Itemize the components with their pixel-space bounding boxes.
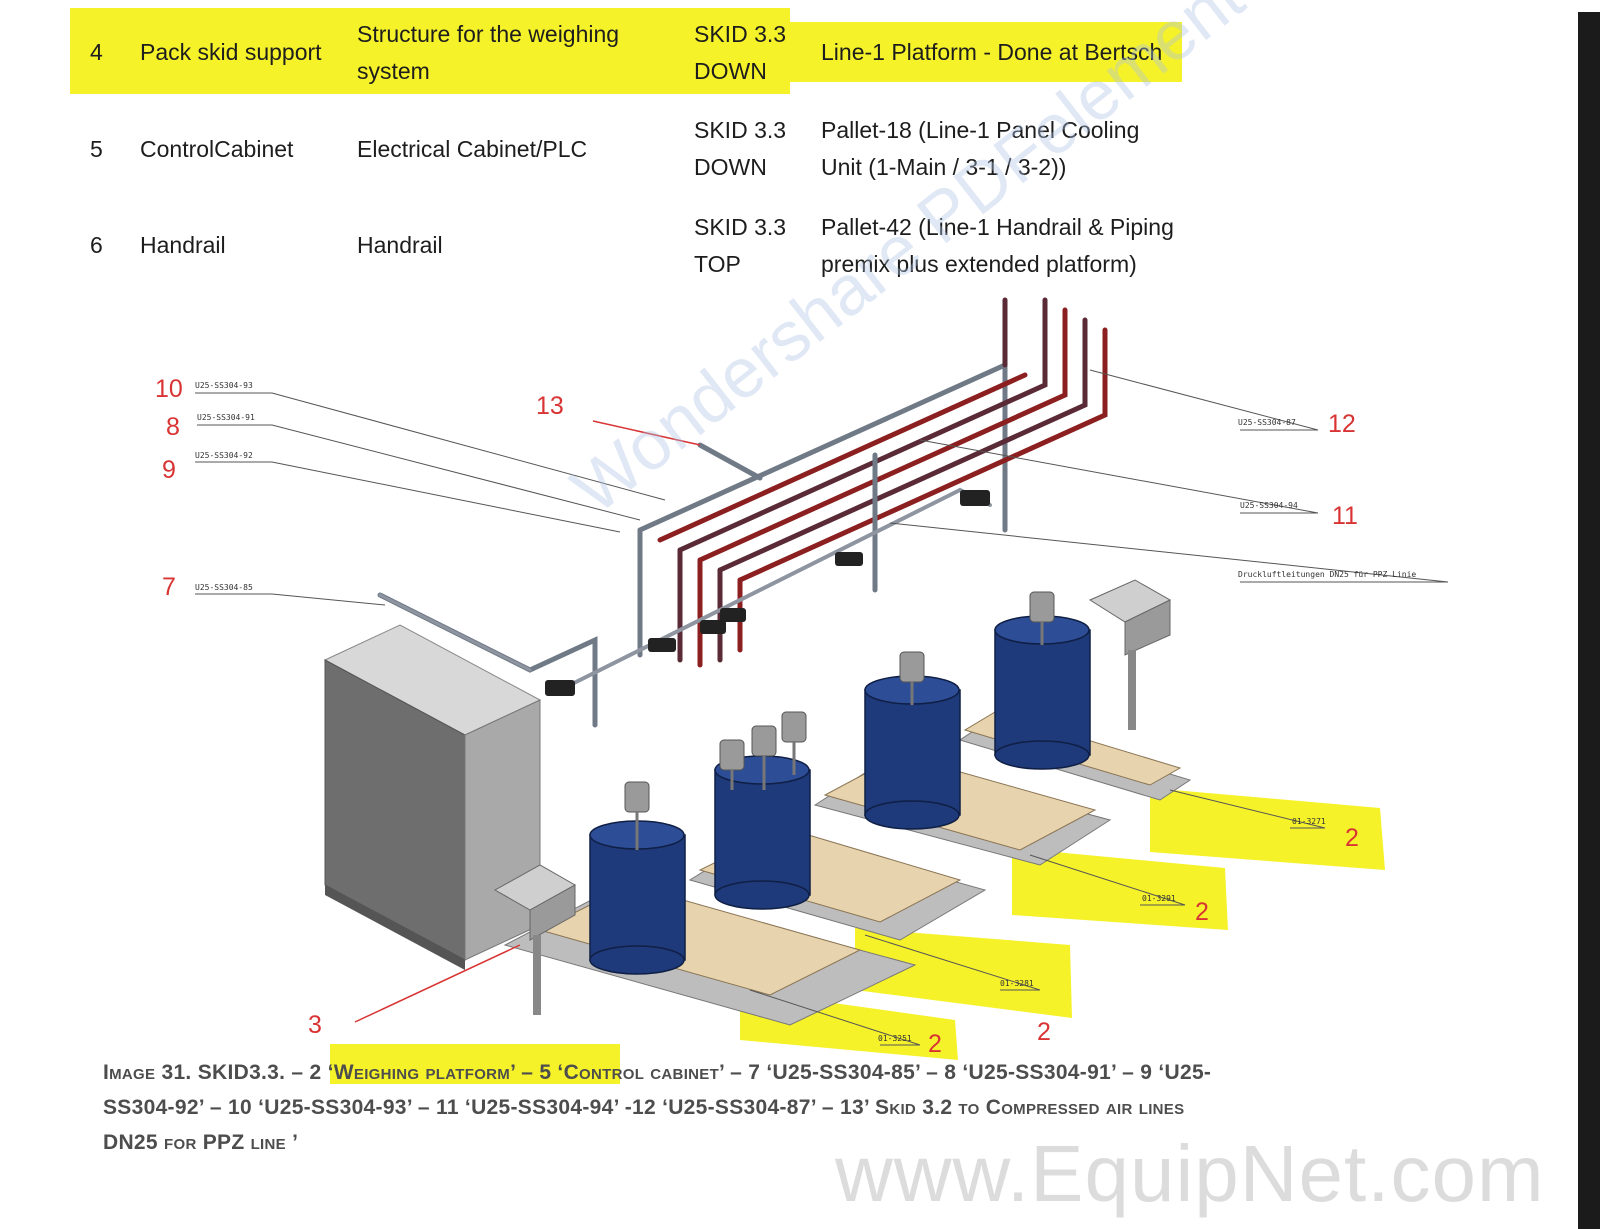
callout-tag: U25-SS304-93 xyxy=(195,381,253,390)
callout-number: 13 xyxy=(536,392,564,420)
row-location-line1: SKID 3.3 xyxy=(694,214,787,240)
callout-number: 7 xyxy=(162,573,176,601)
callout-tag: U25-SS304-87 xyxy=(1238,418,1296,427)
equipnet-watermark: www.EquipNet.com xyxy=(835,1129,1545,1218)
callout-tag: U25-SS304-92 xyxy=(195,451,253,460)
callout-highlights xyxy=(740,788,1385,1060)
row-location-line1: SKID 3.3 xyxy=(694,117,787,143)
row-description-line1: Handrail xyxy=(357,232,443,258)
caption-line: SS304-92’ – 10 ‘U25-SS304-93’ – 11 ‘U25-… xyxy=(103,1096,1185,1119)
mixer-motors xyxy=(624,591,1055,850)
row-number: 4 xyxy=(90,39,103,65)
callout-number: 11 xyxy=(1332,502,1358,530)
row-note-line2: premix plus extended platform) xyxy=(821,251,1137,277)
control-cabinet xyxy=(323,624,542,970)
row-note-line1: Line-1 Platform - Done at Bertsch xyxy=(821,39,1163,65)
scroll-edge-bar xyxy=(1578,12,1600,1229)
callout-number: 10 xyxy=(155,375,183,403)
callout-number: 2 xyxy=(1345,824,1359,852)
callout-tag: U25-SS304-85 xyxy=(195,583,253,592)
row-description-line2: system xyxy=(357,58,430,84)
callout-tag: U25-SS304-91 xyxy=(197,413,255,422)
callout-number: 8 xyxy=(166,413,180,441)
row-name: Handrail xyxy=(140,232,226,258)
row-location-line2: DOWN xyxy=(694,154,767,180)
leader-lines xyxy=(195,369,1449,1046)
row-location-line1: SKID 3.3 xyxy=(694,21,787,47)
callout-number: 2 xyxy=(1037,1018,1051,1046)
row4-highlight xyxy=(70,8,790,94)
weighing-terminals xyxy=(493,579,1172,1015)
row-note-line2: Unit (1-Main / 3-1 / 3-2)) xyxy=(821,154,1067,180)
row-name: ControlCabinet xyxy=(140,136,294,162)
figure-caption: Image 31. SKID3.3. – 2 ‘Weighing platfor… xyxy=(103,1055,1463,1160)
callout-number: 2 xyxy=(928,1030,942,1058)
row-location-line2: TOP xyxy=(694,251,741,277)
callout-tag: 01-3271 xyxy=(1292,817,1326,826)
callout-tag: U25-SS304-94 xyxy=(1240,501,1298,510)
callout-number: 9 xyxy=(162,456,176,484)
callout-tag: 01-3251 xyxy=(878,1034,912,1043)
callout-tag: Druckluftleitungen DN25 für PPZ Linie xyxy=(1238,570,1416,579)
red-leaders xyxy=(354,420,701,1023)
callout-labels: 10 U25-SS304-93 8 U25-SS304-91 9 U25-SS3… xyxy=(155,375,1416,1058)
row-note-line1: Pallet-42 (Line-1 Handrail & Piping xyxy=(821,214,1174,240)
caption-line: Image 31. SKID3.3. – 2 ‘Weighing platfor… xyxy=(103,1061,1212,1084)
valves xyxy=(545,490,990,696)
row-location-line2: DOWN xyxy=(694,58,767,84)
caption-line: DN25 for PPZ line ’ xyxy=(103,1131,299,1154)
callout-number: 3 xyxy=(308,1011,322,1039)
row-description-line1: Electrical Cabinet/PLC xyxy=(357,136,588,162)
row-name: Pack skid support xyxy=(140,39,322,65)
callout-number: 2 xyxy=(1195,898,1209,926)
row-note-line1: Pallet-18 (Line-1 Panel Cooling xyxy=(821,117,1140,143)
caption-highlight-2 xyxy=(330,1044,620,1084)
callout-number: 12 xyxy=(1328,410,1356,438)
callout-tag: 01-3281 xyxy=(1000,979,1034,988)
row4-note-highlight xyxy=(790,22,1182,82)
row-number: 5 xyxy=(90,136,103,162)
callout-tag: 01-3291 xyxy=(1142,894,1176,903)
row-description-line1: Structure for the weighing xyxy=(357,21,620,47)
row-number: 6 xyxy=(90,232,103,258)
